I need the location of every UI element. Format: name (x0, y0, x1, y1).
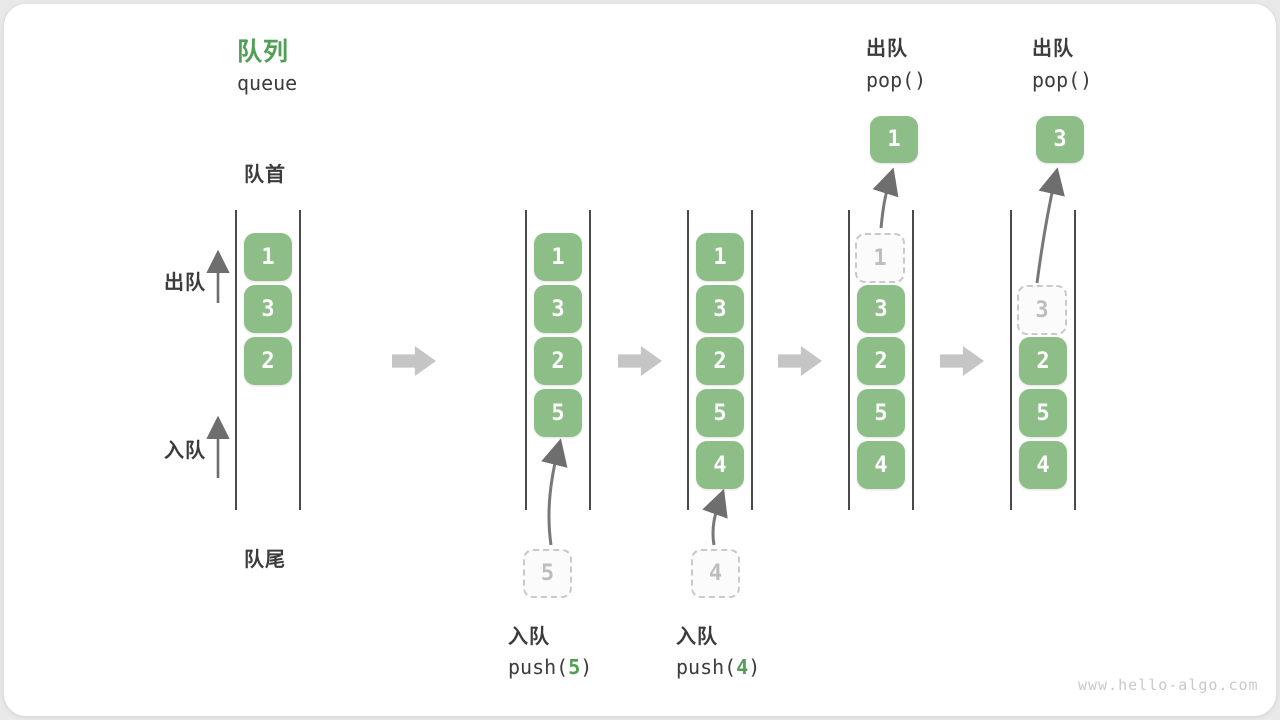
queue-state-5: 3 2 5 4 (1010, 210, 1076, 510)
queue-item: 4 (1019, 441, 1067, 489)
label-queue-front: 队首 (244, 164, 286, 186)
watermark: www.hello-algo.com (1078, 676, 1259, 694)
staged-element: 5 (523, 549, 572, 598)
label-dequeue-side: 出队 (164, 272, 206, 294)
dequeue-op-code: pop() (1032, 68, 1093, 92)
dequeue-op-code: pop() (866, 68, 927, 92)
dequeue-op-label: 出队 (1032, 38, 1074, 60)
enqueue-op-label: 入队 (676, 626, 718, 648)
queue-item: 5 (696, 389, 744, 437)
queue-item: 3 (534, 285, 582, 333)
enqueue-op-code: push(4) (676, 655, 760, 679)
queue-item: 2 (696, 337, 744, 385)
queue-wall (589, 210, 591, 510)
op-code-post: ) (748, 655, 761, 679)
queue-item: 2 (534, 337, 582, 385)
queue-item: 1 (696, 233, 744, 281)
queue-wall (848, 210, 850, 510)
queue-item: 4 (696, 441, 744, 489)
queue-item: 3 (244, 285, 292, 333)
staged-element: 4 (691, 549, 740, 598)
dequeue-op-label: 出队 (866, 38, 908, 60)
op-code-post: ) (580, 655, 593, 679)
label-enqueue-side: 入队 (164, 440, 206, 462)
queue-item-removed: 3 (1017, 285, 1067, 335)
queue-wall (235, 210, 237, 510)
page-title: 队列 (237, 38, 290, 66)
queue-item: 2 (857, 337, 905, 385)
queue-item: 2 (1019, 337, 1067, 385)
queue-wall (1010, 210, 1012, 510)
queue-item: 5 (1019, 389, 1067, 437)
op-code-pre: push( (676, 655, 737, 679)
queue-state-4: 1 3 2 5 4 (848, 210, 914, 510)
queue-item: 5 (857, 389, 905, 437)
queue-item: 3 (696, 285, 744, 333)
queue-state-3: 1 3 2 5 4 (687, 210, 753, 510)
label-queue-rear: 队尾 (244, 549, 286, 571)
queue-wall (525, 210, 527, 510)
page-subtitle: queue (237, 71, 298, 95)
queue-item: 2 (244, 337, 292, 385)
queue-state-1: 1 3 2 (235, 210, 301, 510)
popped-element: 3 (1036, 116, 1084, 163)
queue-item: 1 (534, 233, 582, 281)
op-code-arg: 5 (568, 655, 581, 679)
enqueue-op-code: push(5) (508, 655, 592, 679)
queue-item: 3 (857, 285, 905, 333)
queue-wall (1074, 210, 1076, 510)
queue-wall (751, 210, 753, 510)
op-code-arg: 4 (736, 655, 749, 679)
queue-wall (687, 210, 689, 510)
enqueue-op-label: 入队 (508, 626, 550, 648)
op-code-pre: push( (508, 655, 569, 679)
queue-item-removed: 1 (855, 233, 905, 283)
queue-wall (912, 210, 914, 510)
queue-item: 5 (534, 389, 582, 437)
queue-wall (299, 210, 301, 510)
popped-element: 1 (870, 116, 918, 163)
queue-item: 4 (857, 441, 905, 489)
queue-item: 1 (244, 233, 292, 281)
queue-state-2: 1 3 2 5 (525, 210, 591, 510)
